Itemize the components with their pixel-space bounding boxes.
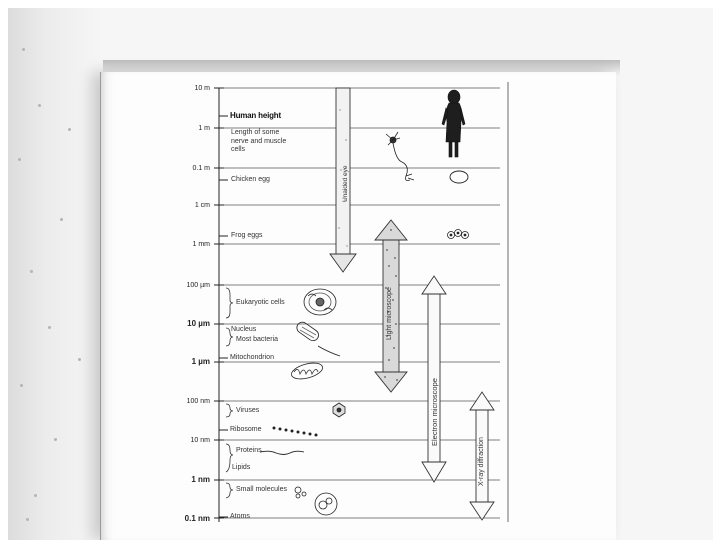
scale-label-1mm: 1 mm [160, 240, 210, 249]
bracket-viruses [226, 404, 233, 417]
scale-label-100um: 100 µm [160, 281, 210, 290]
human-figure-illustration [442, 90, 465, 157]
label-unaided-eye: Unaided eye [342, 166, 349, 203]
small-molecule-illustration [295, 487, 306, 498]
bacteria-illustration [295, 320, 340, 356]
protein-illustration [260, 451, 304, 454]
chicken-egg-illustration [450, 171, 468, 183]
scale-label-1m: 1 m [160, 124, 210, 133]
bracket-small-molecules [226, 483, 233, 498]
scale-label-10nm: 10 nm [160, 436, 210, 445]
label-light-microscope: Light microscope [386, 287, 393, 340]
label-proteins: Proteins [236, 447, 262, 456]
label-nerve-cells: Length of some nerve and muscle cells [231, 129, 291, 155]
label-atoms: Atoms [230, 513, 250, 522]
label-nucleus: Nucleus [231, 326, 256, 335]
scale-label-01m: 0.1 m [160, 164, 210, 173]
scale-label-100nm: 100 nm [160, 397, 210, 406]
virus-illustration [333, 403, 345, 417]
scale-label-10um: 10 µm [160, 319, 210, 328]
eukaryotic-cell-illustration [304, 289, 336, 315]
scale-ticks [214, 88, 228, 518]
label-xray-diffraction: X-ray diffraction [478, 437, 485, 486]
label-small-molecules: Small molecules [236, 486, 287, 495]
scale-label-1um: 1 µm [160, 357, 210, 366]
scale-label-1cm: 1 cm [160, 201, 210, 210]
label-most-bacteria: Most bacteria [236, 336, 278, 345]
label-lipids: Lipids [232, 464, 250, 473]
scale-label-01nm: 0.1 nm [160, 514, 210, 523]
scale-label-10m: 10 m [160, 84, 210, 93]
atom-illustration [315, 493, 337, 515]
frog-eggs-illustration [448, 230, 469, 239]
label-frog-eggs: Frog eggs [231, 232, 263, 241]
label-chicken-egg: Chicken egg [231, 176, 270, 185]
label-eukaryotic-cells: Eukaryotic cells [236, 299, 285, 308]
nerve-cell-illustration [386, 132, 414, 181]
label-mitochondrion: Mitochondrion [230, 354, 274, 363]
label-electron-microscope: Electron microscope [430, 378, 439, 446]
scale-label-1nm: 1 nm [160, 475, 210, 484]
bracket-eukaryotic [226, 288, 233, 318]
label-human-height: Human height [230, 112, 281, 121]
mitochondrion-illustration [290, 360, 325, 382]
ribosome-illustration [273, 427, 318, 437]
label-viruses: Viruses [236, 407, 259, 416]
label-ribosome: Ribosome [230, 426, 262, 435]
